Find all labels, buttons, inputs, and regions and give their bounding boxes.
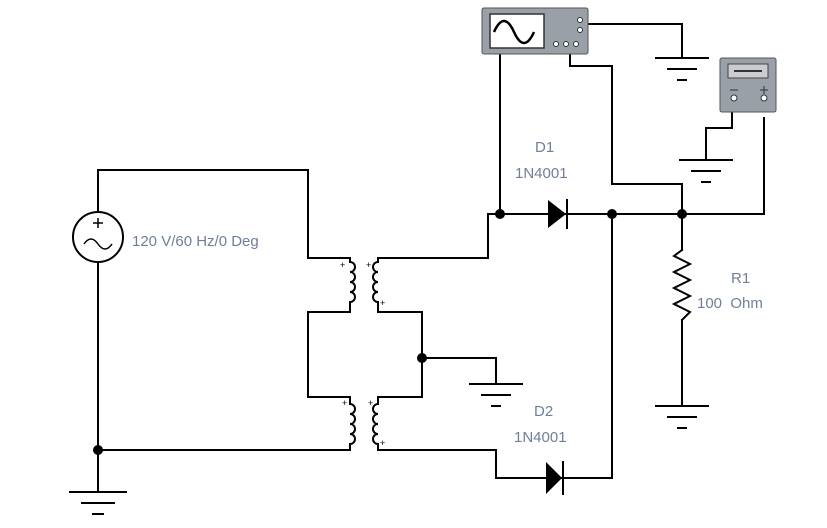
polarity-mark: + bbox=[380, 298, 385, 308]
r1-value-label: 100 Ohm bbox=[697, 295, 763, 312]
polarity-mark: + bbox=[366, 260, 371, 270]
junction-nodes bbox=[93, 209, 687, 455]
ac-source-icon[interactable] bbox=[72, 211, 124, 263]
node-center-tap bbox=[417, 353, 427, 363]
ground-symbol-multimeter bbox=[679, 159, 733, 183]
node-left-ground bbox=[93, 445, 103, 455]
r1-ref-label: R1 bbox=[731, 270, 750, 287]
wires bbox=[97, 23, 765, 493]
d1-ref-label: D1 bbox=[535, 139, 554, 156]
transformer-upper[interactable]: + + + bbox=[340, 257, 385, 313]
resistor-r1-icon[interactable] bbox=[671, 248, 693, 322]
polarity-mark: + bbox=[368, 398, 373, 408]
transformer-lower[interactable]: + + + bbox=[342, 396, 385, 451]
d1-part-label: 1N4001 bbox=[515, 165, 568, 182]
ground-symbol-scope bbox=[655, 57, 709, 81]
polarity-mark: + bbox=[342, 398, 347, 408]
multimeter-icon[interactable] bbox=[719, 57, 777, 113]
diode-d2-icon[interactable] bbox=[546, 461, 564, 495]
d2-part-label: 1N4001 bbox=[514, 429, 567, 446]
node-d1-cathode bbox=[607, 209, 617, 219]
source-label: 120 V/60 Hz/0 Deg bbox=[132, 233, 259, 250]
node-d1-anode bbox=[495, 209, 505, 219]
diode-d1-icon[interactable] bbox=[548, 199, 568, 229]
ground-symbol-center-tap bbox=[469, 383, 523, 407]
polarity-mark: + bbox=[340, 260, 345, 270]
d2-ref-label: D2 bbox=[534, 403, 553, 420]
polarity-mark: + bbox=[380, 438, 385, 448]
ground-symbol-r1 bbox=[655, 405, 709, 429]
node-r1-top bbox=[677, 209, 687, 219]
ground-symbol-left bbox=[69, 491, 127, 515]
oscilloscope-icon[interactable] bbox=[481, 7, 589, 55]
